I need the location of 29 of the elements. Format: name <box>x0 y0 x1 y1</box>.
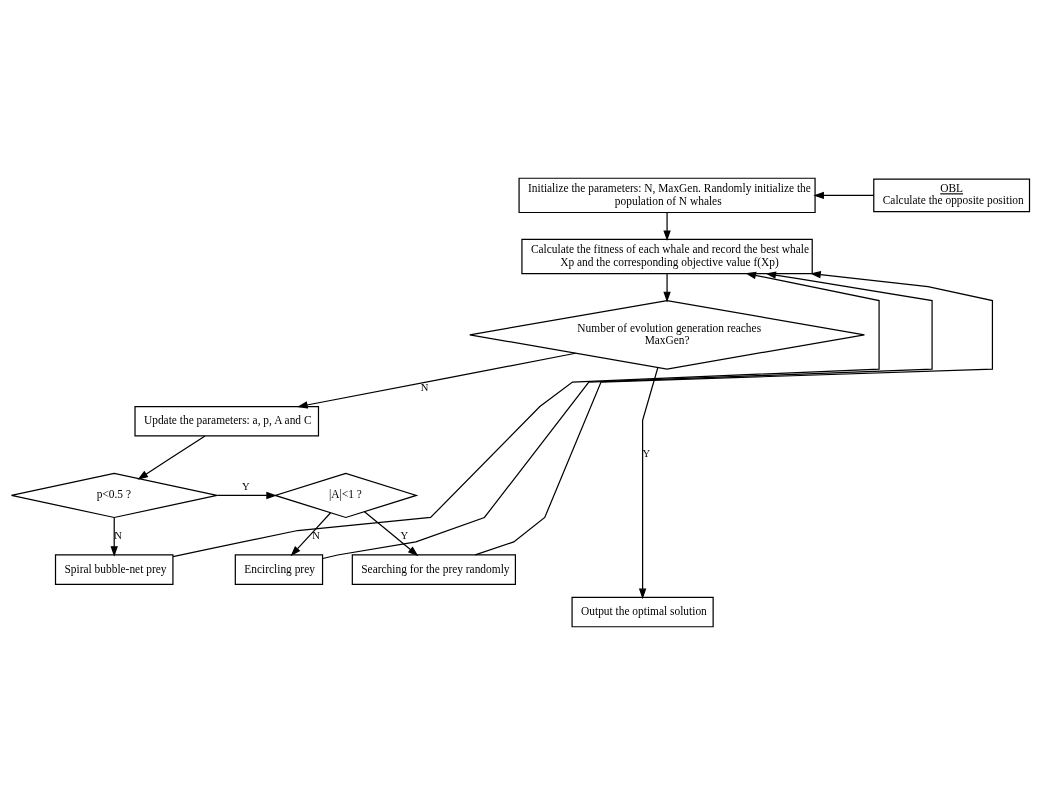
edge-label: Y <box>242 480 250 492</box>
arrow <box>663 272 671 302</box>
arrow <box>474 270 994 556</box>
edge-label: N <box>114 529 122 541</box>
arrow <box>172 271 880 557</box>
node-box: Update the parameters: a, p, A and C <box>134 405 320 437</box>
arrow <box>322 270 933 559</box>
node-diamond: |A|<1 ? <box>273 472 419 518</box>
node-box: Initialize the parameters: N, MaxGen. Randomly initialize the population of N whales <box>518 177 816 213</box>
node-box: OBL Calculate the opposite position <box>873 177 1031 212</box>
edge-label: Y <box>400 529 409 541</box>
arrow <box>110 516 118 557</box>
arrow <box>813 191 875 199</box>
edge-label: Y <box>642 447 651 459</box>
arrow <box>363 510 419 556</box>
arrow <box>663 211 671 241</box>
arrow <box>216 491 277 499</box>
edge-label: N <box>312 529 321 541</box>
node-box: Spiral bubble-net prey <box>54 553 174 585</box>
node-box: Output the optimal solution <box>571 596 714 627</box>
node-box: Calculate the fitness of each whale and record the best whale Xp and the corresponding objective value f(Xp) <box>521 238 813 274</box>
edge-label: N <box>420 381 429 393</box>
arrow <box>638 366 659 599</box>
node-diamond: Number of evolution generation reaches MaxGen? <box>469 299 865 370</box>
node-box: Searching for the prey randomly <box>351 553 516 585</box>
arrow <box>137 434 206 480</box>
arrow <box>297 352 577 409</box>
node-box: Encircling prey <box>234 553 324 585</box>
arrow <box>290 511 332 556</box>
